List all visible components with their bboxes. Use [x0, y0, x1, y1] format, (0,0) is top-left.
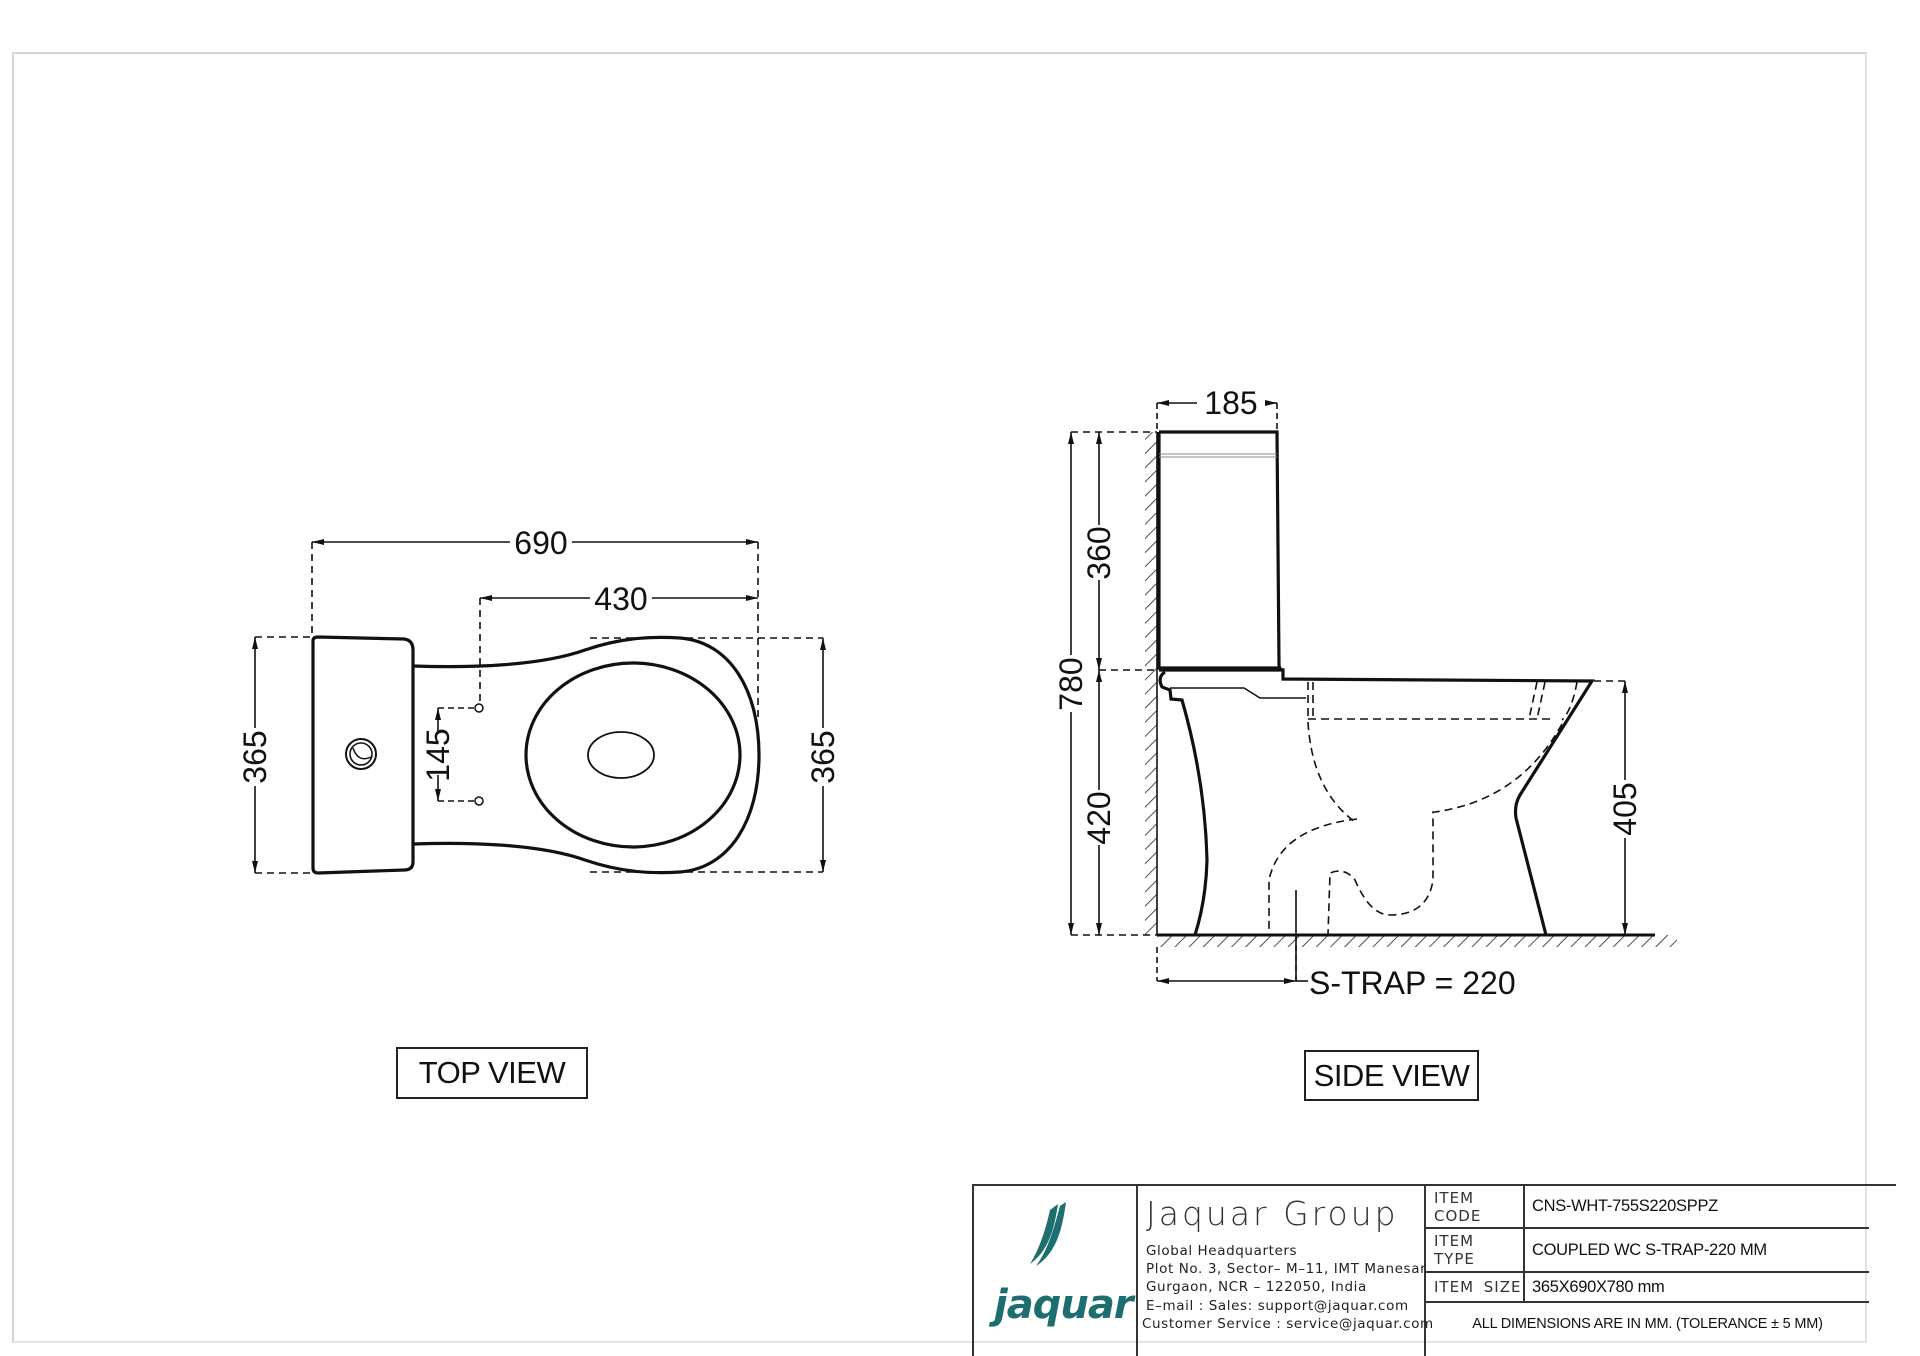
side-view-label: SIDE VIEW — [1304, 1050, 1479, 1101]
dimension-690 — [311, 539, 759, 720]
item-size-row: ITEM SIZE 365X690X780 mm — [1426, 1273, 1869, 1303]
dim-label-405: 405 — [1607, 782, 1643, 835]
top-view-label: TOP VIEW — [396, 1047, 588, 1099]
jaquar-swoosh-icon — [1030, 1202, 1066, 1266]
side-view-pan-outline — [1159, 668, 1595, 936]
item-code-value: CNS-WHT-755S220SPPZ — [1532, 1197, 1718, 1215]
item-code-label: ITEM CODE — [1426, 1186, 1525, 1227]
top-view-dimension-labels: 690 430 145 365 365 — [237, 525, 841, 784]
company-address-line: Gurgaon, NCR – 122050, India — [1146, 1279, 1367, 1295]
top-view-tank-outline — [311, 635, 415, 875]
dimension-430 — [479, 595, 758, 704]
dimension-365-left — [252, 636, 313, 874]
item-details: ITEM CODE CNS-WHT-755S220SPPZ ITEM TYPE … — [1426, 1186, 1869, 1356]
top-view-outlet — [587, 731, 655, 779]
dimension-s-trap — [1156, 935, 1308, 984]
dimension-360-420 — [1096, 432, 1157, 935]
dimension-405 — [1594, 680, 1628, 935]
company-info: Jaquar Group Global Headquarters Plot No… — [1138, 1186, 1433, 1356]
dimension-780 — [1068, 431, 1157, 936]
dim-label-145: 145 — [420, 728, 456, 781]
fixing-hole-1 — [474, 703, 484, 713]
jaquar-wordmark: jaquar — [994, 1282, 1134, 1328]
dim-label-430: 430 — [594, 581, 647, 617]
dim-label-780: 780 — [1053, 657, 1089, 710]
dim-label-365-right: 365 — [805, 730, 841, 783]
item-size-label: ITEM SIZE — [1426, 1273, 1525, 1301]
wall-hatch — [1145, 432, 1157, 935]
dim-label-690: 690 — [514, 525, 567, 561]
top-view — [252, 539, 826, 875]
dim-label-360: 360 — [1081, 526, 1117, 579]
sheet-border — [12, 52, 1867, 1343]
dim-label-185: 185 — [1204, 385, 1257, 421]
top-view-bowl-rim — [524, 661, 742, 849]
side-view-dimension-labels: 185 780 360 420 405 S-TRAP = 220 — [1053, 385, 1643, 1001]
s-trap-label: S-TRAP = 220 — [1309, 965, 1516, 1001]
item-code-row: ITEM CODE CNS-WHT-755S220SPPZ — [1426, 1186, 1869, 1229]
company-name: Jaquar Group — [1146, 1194, 1399, 1233]
fixing-hole-2 — [474, 796, 484, 806]
company-address-line: Plot No. 3, Sector– M–11, IMT Manesar — [1146, 1261, 1427, 1277]
company-logo: jaquar — [974, 1186, 1138, 1356]
dim-label-420: 420 — [1081, 791, 1117, 844]
dimension-365-right — [590, 637, 826, 873]
flush-button-icon — [345, 738, 377, 770]
top-view-pan-outline — [412, 635, 761, 875]
dim-label-365-left: 365 — [237, 730, 273, 783]
title-block: jaquar Jaquar Group Global Headquarters … — [972, 1184, 1896, 1356]
company-email-sales: E–mail : Sales: support@jaquar.com — [1146, 1298, 1409, 1314]
side-view — [1068, 400, 1677, 984]
company-email-service: Customer Service : service@jaquar.com — [1142, 1316, 1434, 1332]
item-type-label: ITEM TYPE — [1426, 1229, 1525, 1271]
side-view-cistern — [1157, 430, 1284, 672]
item-size-value: 365X690X780 mm — [1532, 1277, 1665, 1296]
floor-hatch — [1157, 935, 1677, 947]
tolerance-note: ALL DIMENSIONS ARE IN MM. (TOLERANCE ± 5… — [1472, 1316, 1823, 1332]
company-address-line: Global Headquarters — [1146, 1243, 1298, 1259]
dimension-185 — [1156, 400, 1278, 430]
item-type-row: ITEM TYPE COUPLED WC S-TRAP-220 MM — [1426, 1229, 1869, 1273]
dimension-145 — [435, 707, 475, 802]
item-type-value: COUPLED WC S-TRAP-220 MM — [1532, 1240, 1767, 1259]
